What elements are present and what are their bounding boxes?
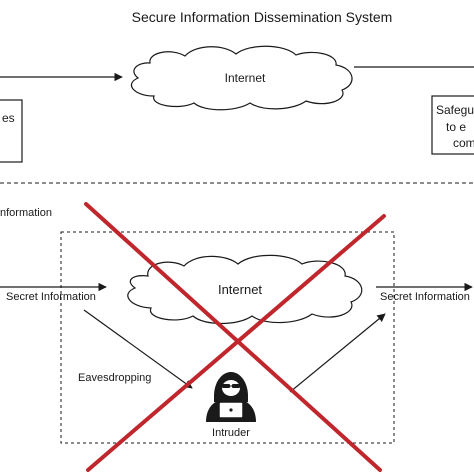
bottom-cloud-icon [127,254,363,325]
top-right-box [431,95,474,155]
top-left-box [0,99,23,163]
top-left-box-text: es [2,111,15,125]
intruder-label: Intruder [212,427,250,439]
eavesdropping-arrow [83,309,193,389]
cross-out-mark [84,202,386,472]
bottom-section-label: nformation [0,207,52,219]
top-cloud-label: Internet [225,71,266,85]
top-cloud-icon [131,45,353,111]
top-right-box-line-2: to e [446,120,466,134]
intruder-output-arrow [289,313,386,393]
top-right-box-line-1: Safegu [436,103,474,117]
eavesdropping-label: Eavesdropping [78,372,151,384]
right-arrow-label: Secret Information [380,291,470,303]
left-arrow-label: Secret Information [6,291,96,303]
diagram-title: Secure Information Dissemination System [132,9,393,25]
laptop-icon [213,401,249,422]
bottom-cloud-label: Internet [218,282,262,297]
intrusion-zone-box [60,231,395,444]
top-right-box-line-3: com [453,136,474,150]
